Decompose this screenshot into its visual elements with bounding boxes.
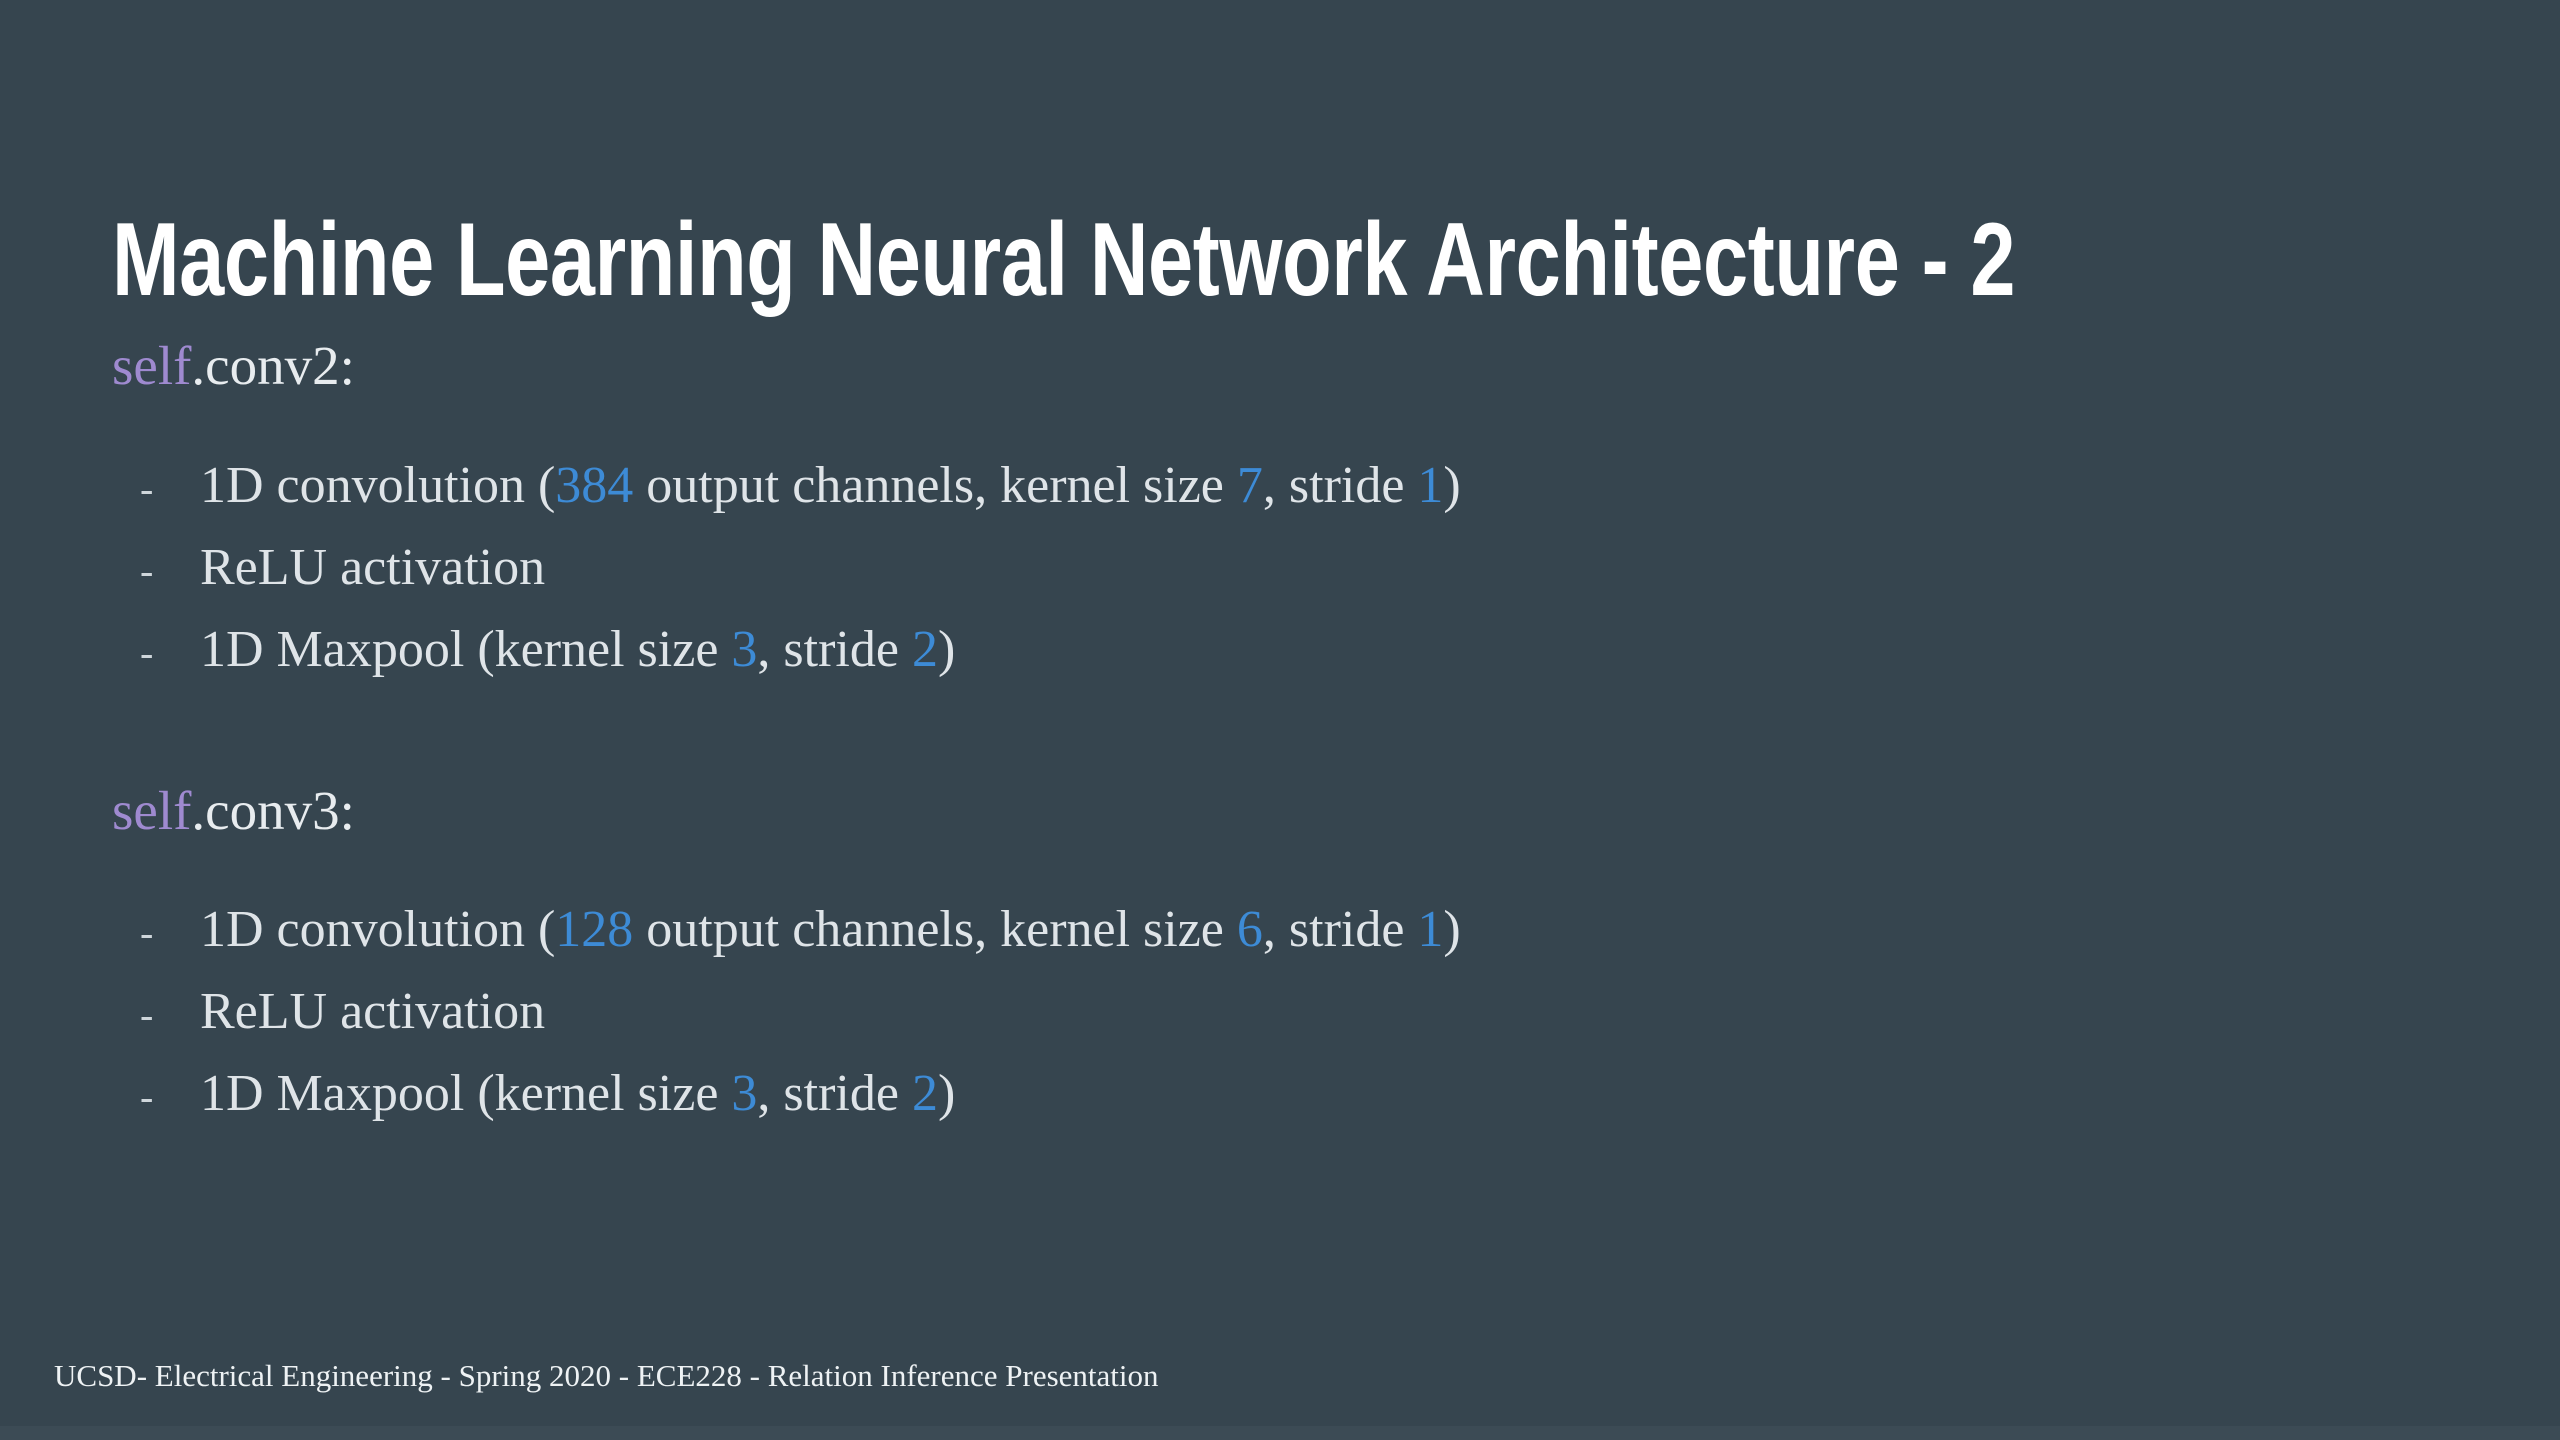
bullet-text: 1D convolution (384 output channels, ker…	[200, 456, 1461, 514]
bullet-text-fragment: , stride	[757, 1065, 912, 1123]
hyperparameter-value: 2	[911, 620, 938, 678]
code-section: self.conv3:-1D convolution (128 output c…	[0, 775, 2560, 1136]
bullet-text: 1D convolution (128 output channels, ker…	[200, 903, 1461, 957]
bullet-text-fragment: ReLU activation	[200, 538, 546, 596]
section-spacer	[0, 713, 2560, 775]
bullet-text-fragment: )	[937, 620, 956, 678]
bullet-item: -1D Maxpool (kernel size 3, stride 2)	[0, 1053, 2560, 1135]
hyperparameter-value: 7	[1236, 456, 1263, 514]
bullet-item: -1D convolution (384 output channels, ke…	[0, 445, 2560, 527]
hyperparameter-value: 1	[1417, 901, 1444, 959]
bullet-text-fragment: ReLU activation	[200, 983, 546, 1041]
slide-title: Machine Learning Neural Network Architec…	[112, 201, 2016, 318]
keyword-self: self	[112, 779, 192, 841]
hyperparameter-value: 3	[731, 620, 758, 678]
bullet-item: -ReLU activation	[0, 971, 2560, 1053]
bottom-edge-band	[0, 1426, 2560, 1440]
slide-body: self.conv2:-1D convolution (384 output c…	[0, 330, 2560, 1157]
section-heading-attribute: .conv2:	[191, 335, 355, 396]
bullet-dash-icon: -	[140, 465, 154, 511]
bullet-text-fragment: 1D Maxpool (kernel size	[200, 1065, 732, 1123]
bullet-dash-icon: -	[140, 992, 154, 1038]
code-section: self.conv2:-1D convolution (384 output c…	[0, 330, 2560, 691]
hyperparameter-value: 6	[1236, 901, 1263, 959]
hyperparameter-value: 1	[1417, 456, 1444, 514]
slide-footer: UCSD- Electrical Engineering - Spring 20…	[54, 1358, 1159, 1393]
bullet-text: ReLU activation	[200, 538, 546, 596]
bullet-text-fragment: )	[937, 1065, 956, 1123]
bullet-dash-icon: -	[140, 910, 154, 956]
hyperparameter-value: 2	[911, 1065, 938, 1123]
bullet-text-fragment: 1D convolution (	[200, 901, 556, 959]
sections-container: self.conv2:-1D convolution (384 output c…	[0, 330, 2560, 1135]
bullet-text-fragment: , stride	[757, 620, 912, 678]
keyword-self: self	[112, 335, 192, 396]
bullet-list: -1D convolution (128 output channels, ke…	[0, 889, 2560, 1135]
bullet-text: 1D Maxpool (kernel size 3, stride 2)	[200, 620, 956, 678]
bullet-text: ReLU activation	[200, 985, 545, 1039]
bullet-text: 1D Maxpool (kernel size 3, stride 2)	[200, 1067, 955, 1121]
section-heading: self.conv3:	[112, 775, 2560, 848]
hyperparameter-value: 3	[731, 1065, 758, 1123]
bullet-text-fragment: 1D convolution (	[200, 456, 556, 514]
bullet-text-fragment: output channels, kernel size	[633, 456, 1237, 514]
bullet-list: -1D convolution (384 output channels, ke…	[0, 445, 2560, 691]
section-heading: self.conv2:	[112, 330, 2560, 403]
bullet-item: -1D Maxpool (kernel size 3, stride 2)	[0, 609, 2560, 691]
bullet-item: -ReLU activation	[0, 527, 2560, 609]
bullet-text-fragment: , stride	[1262, 456, 1418, 514]
hyperparameter-value: 384	[555, 456, 634, 514]
bullet-text-fragment: output channels, kernel size	[633, 901, 1237, 959]
section-heading-attribute: .conv3:	[191, 779, 355, 841]
bullet-item: -1D convolution (128 output channels, ke…	[0, 889, 2560, 971]
bullet-dash-icon: -	[140, 1074, 154, 1120]
hyperparameter-value: 128	[555, 901, 634, 959]
bullet-text-fragment: , stride	[1262, 901, 1418, 959]
bullet-dash-icon: -	[140, 547, 154, 593]
bullet-text-fragment: )	[1443, 456, 1461, 514]
bullet-text-fragment: 1D Maxpool (kernel size	[200, 620, 732, 678]
bullet-text-fragment: )	[1443, 901, 1461, 959]
bullet-dash-icon: -	[140, 629, 154, 675]
